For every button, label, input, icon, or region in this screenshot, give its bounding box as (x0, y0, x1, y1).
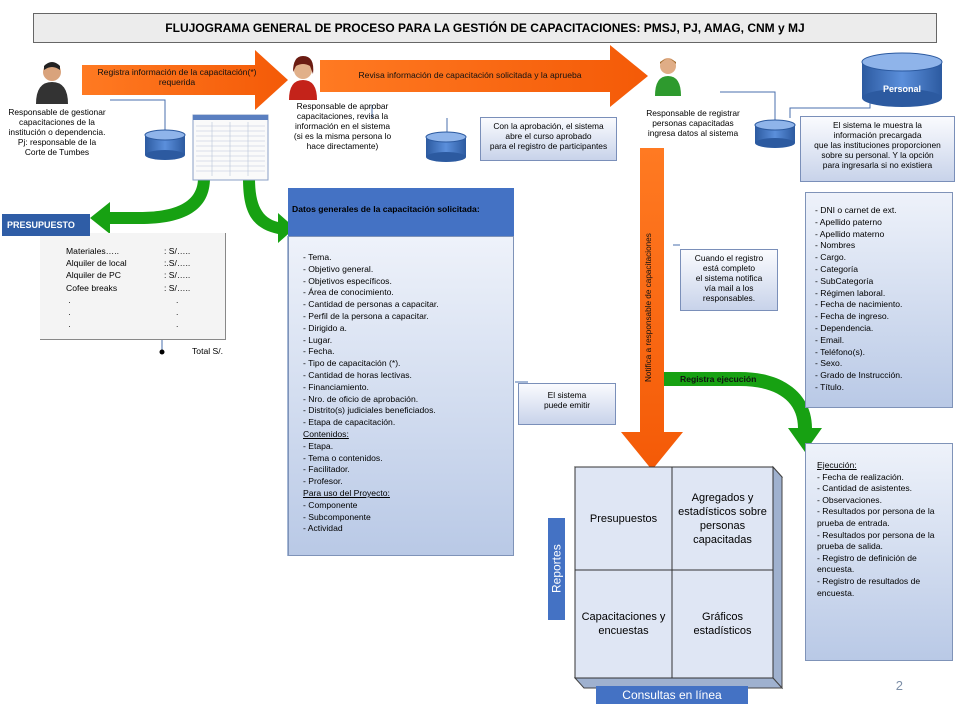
arrow-revisa (320, 45, 648, 107)
reportes-side-bar (548, 518, 565, 620)
arrow-registra (82, 50, 288, 110)
person-icon-gestionar (36, 62, 68, 104)
report-agregados: Agregados y estadísticos sobre personas … (678, 491, 767, 546)
person-icon-registrar (655, 58, 681, 96)
db-icon-1 (144, 129, 186, 160)
consultas-bar (596, 686, 748, 704)
arrow-registra-ejecucion-label: Registra ejecución (680, 374, 757, 384)
personal-db-icon (861, 52, 943, 107)
presupuesto-rows: Materiales…..: S/….. Alquiler de local:.… (66, 246, 191, 330)
consultas-label: Consultas en línea (622, 688, 722, 702)
datos-list: - Tema.- Objetivo general.- Objetivos es… (303, 252, 439, 534)
personal-fields-list: - DNI o carnet de ext.- Apellido paterno… (815, 205, 903, 392)
presupuesto-panel (40, 233, 226, 340)
db-icon-3 (754, 119, 796, 148)
ejecucion-list: Ejecución: - Fecha de realización.- Cant… (817, 460, 935, 598)
person-icon-aprobar (289, 56, 317, 100)
datos-header: Datos generales de la capacitación solic… (288, 188, 514, 236)
arrow-revisa-label: Revisa información de capacitación solic… (358, 70, 582, 80)
db-icon-2 (425, 131, 467, 162)
arrow-green-datos (243, 178, 295, 243)
reportes-cube (573, 465, 784, 690)
diagram-title: FLUJOGRAMA GENERAL DE PROCESO PARA LA GE… (33, 13, 937, 43)
report-presupuestos: Presupuestos (589, 512, 658, 525)
ejecucion-panel (805, 443, 953, 661)
report-graficos: Gráficos estadísticos (693, 611, 752, 637)
report-capacitaciones: Capacitaciones y encuestas (581, 611, 666, 637)
reportes-side-label: Reportes (549, 544, 564, 594)
personal-fields-panel (805, 192, 953, 408)
arrow-green-presupuesto (90, 178, 210, 234)
arrow-notifica-label: Notifica a responsable de capacitaciones (644, 233, 653, 383)
arrow-notifica (621, 148, 683, 470)
arrow-registra-label: Registra información de la capacitación(… (97, 67, 257, 87)
datos-panel (288, 236, 514, 556)
personal-db-label: Personal (882, 84, 922, 94)
presupuesto-total: Total S/. (192, 346, 224, 356)
page-number: 2 (895, 678, 903, 693)
arrow-registra-ejecucion (664, 372, 822, 452)
system-screenshot-thumbnail (192, 114, 269, 181)
presupuesto-header: PRESUPUESTO (2, 214, 90, 236)
